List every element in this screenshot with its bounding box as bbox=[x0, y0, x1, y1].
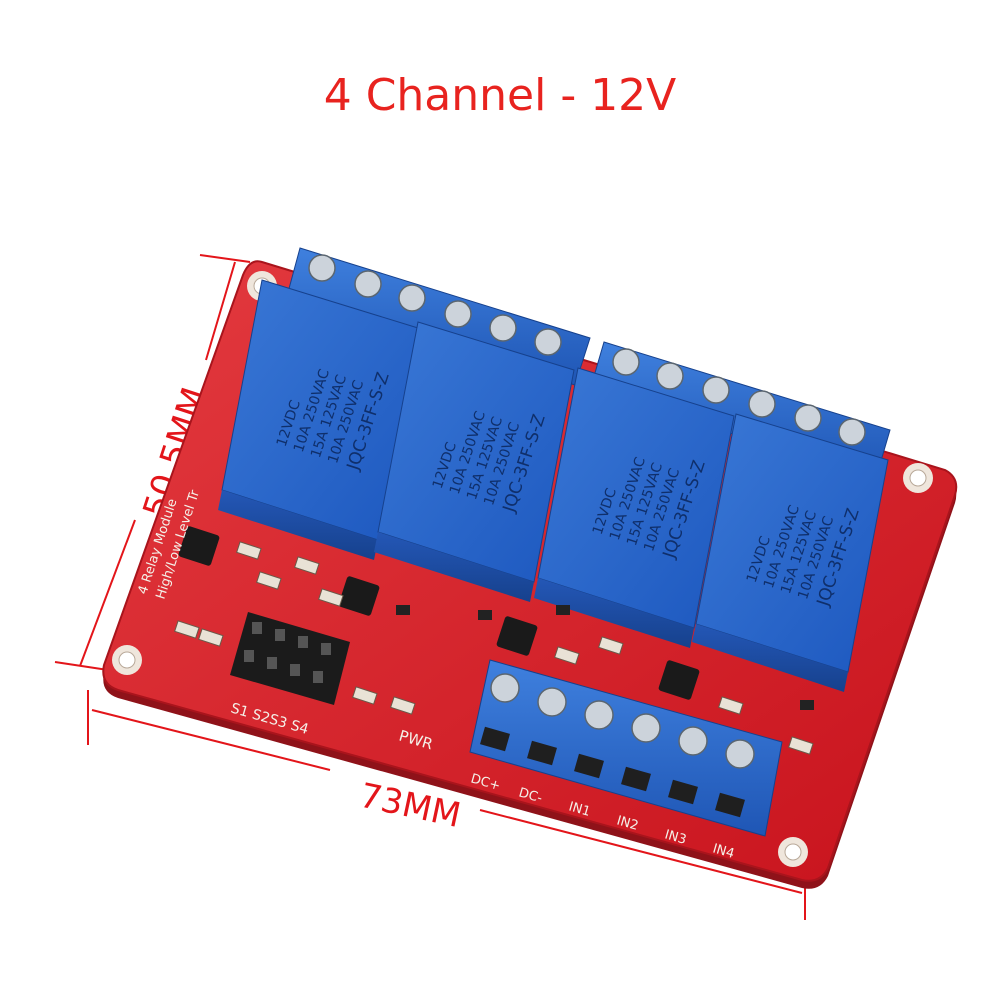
bottom-terminal-block bbox=[469, 659, 783, 837]
page-title: 4 Channel - 12V bbox=[323, 70, 677, 121]
relay-2 bbox=[374, 321, 575, 602]
relay-4 bbox=[692, 413, 889, 692]
height-dimension bbox=[54, 254, 251, 671]
jumper-header bbox=[230, 612, 350, 705]
terminal-label-in3: IN3 bbox=[663, 827, 688, 847]
relay-3 bbox=[534, 367, 735, 648]
terminal-label-in4: IN4 bbox=[711, 841, 736, 861]
terminal-label-dcminus: DC- bbox=[517, 785, 544, 806]
terminal-label-in2: IN2 bbox=[615, 813, 640, 833]
components bbox=[174, 526, 814, 755]
relay-1 bbox=[218, 279, 419, 560]
terminal-label-in1: IN1 bbox=[567, 799, 592, 819]
